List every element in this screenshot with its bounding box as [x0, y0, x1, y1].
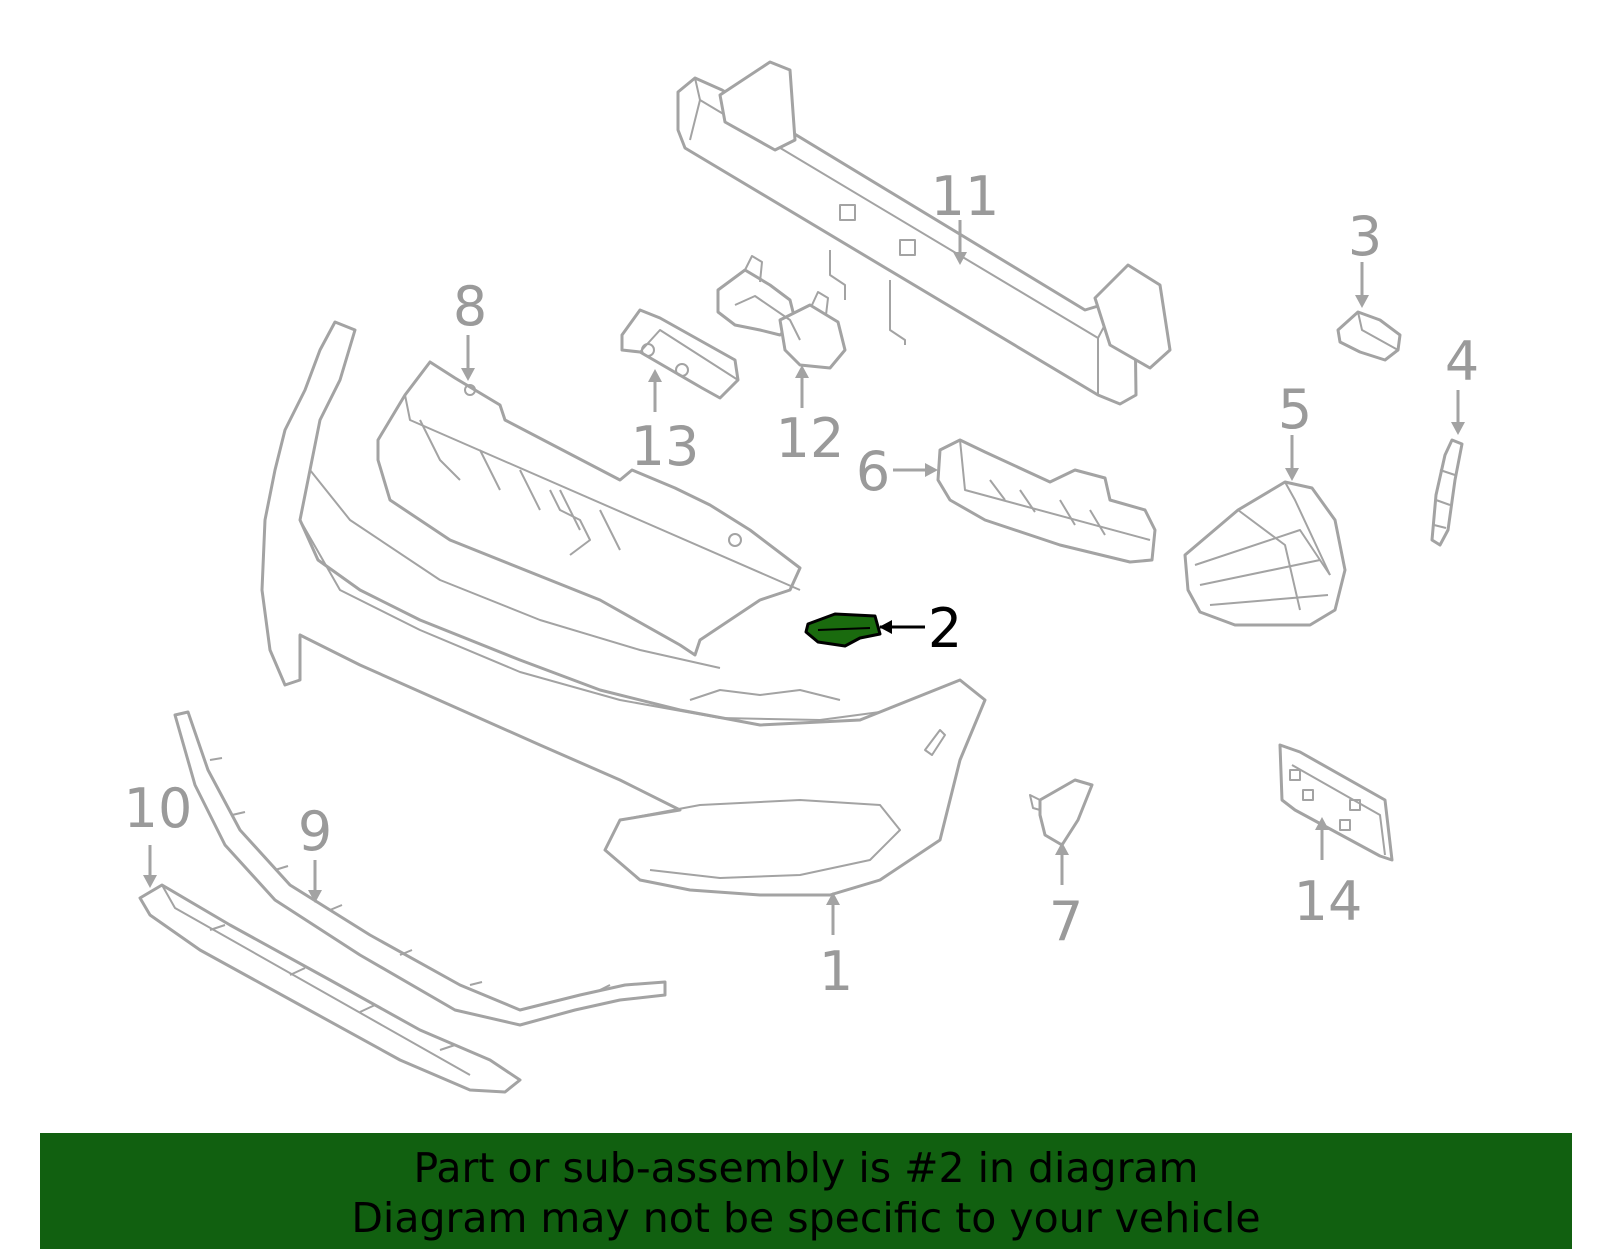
- callout-6: 6: [856, 440, 890, 503]
- part-10-lower-garnish: [138, 883, 522, 1094]
- callout-1: 1: [819, 940, 853, 1003]
- part-13-mounting-bracket: [620, 308, 740, 400]
- callout-8: 8: [453, 275, 487, 338]
- part-5-fog-lamp-bezel: [1183, 480, 1347, 627]
- info-banner: Part or sub-assembly is #2 in diagram Di…: [40, 1133, 1572, 1249]
- part-8-upper-panel: [376, 360, 802, 657]
- part-3-clip: [1336, 310, 1402, 362]
- callout-labels: 1 2 3 4 5 6 7 8 9 10 11 12 13 14: [124, 165, 1480, 1003]
- callout-10: 10: [124, 777, 193, 840]
- callout-9: 9: [298, 800, 332, 863]
- callout-14: 14: [1294, 870, 1363, 933]
- callout-11: 11: [931, 165, 1000, 228]
- part-11-reinforcement-beam: [676, 60, 1172, 406]
- part-2-highlighted-bracket: [804, 612, 882, 648]
- banner-line-1: Part or sub-assembly is #2 in diagram: [413, 1144, 1199, 1192]
- parts-diagram: 1 2 3 4 5 6 7 8 9 10 11 12 13 14: [124, 60, 1480, 1094]
- banner-line-2: Diagram may not be specific to your vehi…: [351, 1194, 1261, 1242]
- callout-13: 13: [631, 415, 700, 478]
- leader-lines: [143, 220, 1465, 935]
- part-12-bracket: [716, 255, 847, 370]
- callout-4: 4: [1445, 330, 1479, 393]
- part-4-side-bracket: [1430, 438, 1464, 547]
- part-6-bracket: [936, 438, 1157, 564]
- part-1-bumper-cover: [260, 320, 987, 897]
- callout-5: 5: [1278, 378, 1312, 441]
- callout-2: 2: [928, 597, 962, 660]
- callout-7: 7: [1049, 890, 1083, 953]
- part-14-license-plate-bracket: [1278, 743, 1394, 862]
- callout-12: 12: [776, 407, 845, 470]
- part-9-lower-trim-strip: [173, 710, 667, 1027]
- callout-3: 3: [1348, 205, 1382, 268]
- part-7-small-bracket: [1029, 778, 1094, 847]
